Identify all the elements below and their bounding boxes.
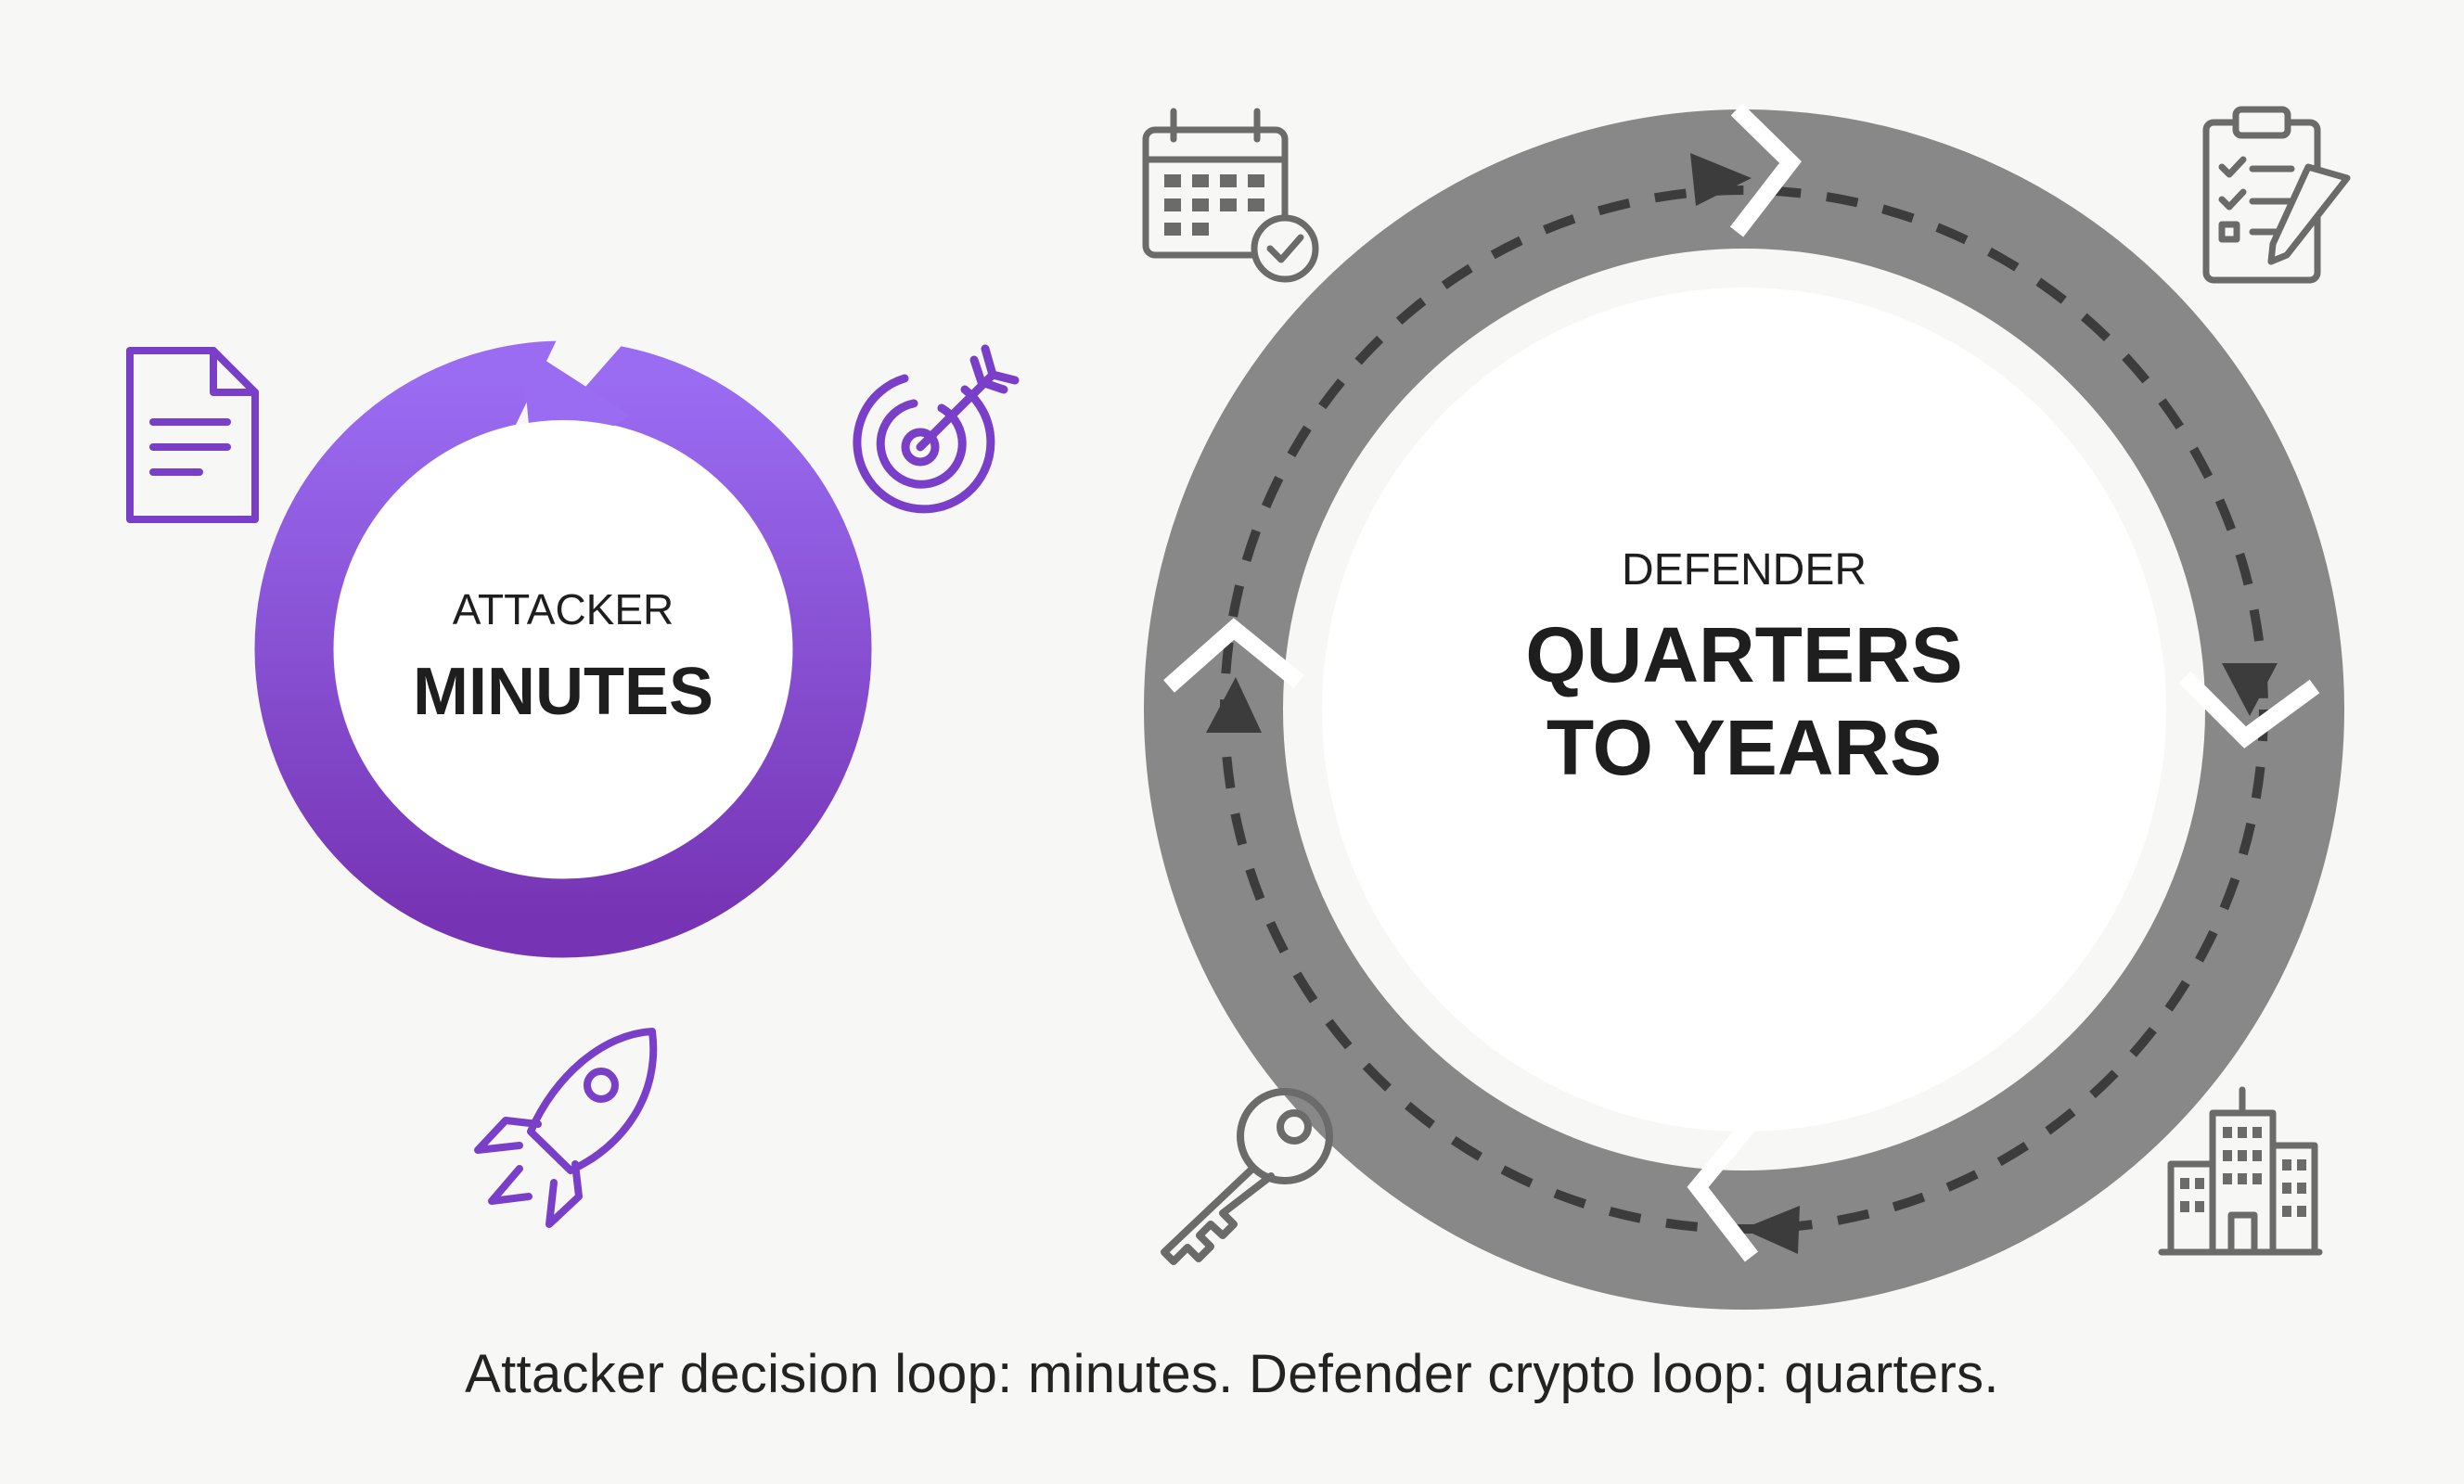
- defender-timeframe-line1: QUARTERS: [1525, 611, 1962, 698]
- defender-arrow-top: [1690, 153, 1752, 206]
- defender-timeframe-line2: TO YEARS: [1546, 704, 1942, 791]
- rocket-icon: [474, 1028, 658, 1228]
- attacker-center: [334, 420, 792, 878]
- defender-chevron-top: [1729, 103, 1803, 237]
- key-icon: [1161, 1088, 1333, 1265]
- defender-chevron-bottom: [1687, 1117, 1759, 1262]
- buildings-icon: [2158, 1086, 2323, 1256]
- attacker-label: ATTACKER: [453, 585, 674, 633]
- target-icon: [853, 344, 1020, 514]
- defender-loop: DEFENDER QUARTERS TO YEARS: [1144, 103, 2344, 1310]
- caption: Attacker decision loop: minutes. Defende…: [465, 1344, 1999, 1404]
- clipboard-checklist-icon: [2202, 106, 2351, 284]
- defender-arrow-bottom: [1742, 1206, 1800, 1254]
- defender-arrow-right: [2222, 663, 2278, 716]
- attacker-loop: ATTACKER MINUTES: [254, 325, 872, 958]
- defender-center: [1322, 288, 2166, 1132]
- defender-chevron-left: [1163, 618, 1304, 693]
- defender-arrow-left: [1206, 677, 1262, 733]
- defender-chevron-right: [2178, 671, 2320, 748]
- calendar-check-icon: [1142, 108, 1319, 283]
- document-icon: [126, 347, 259, 523]
- attacker-timeframe: MINUTES: [413, 655, 713, 729]
- defender-label: DEFENDER: [1622, 545, 1867, 595]
